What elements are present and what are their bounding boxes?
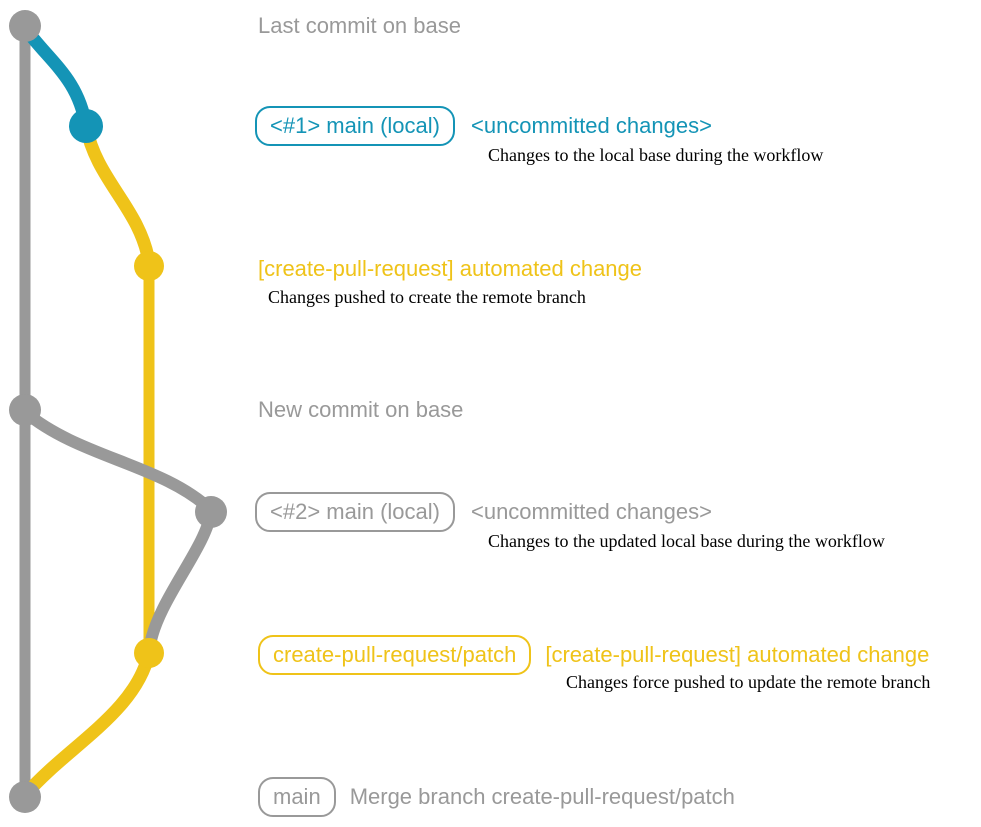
branch-badge-main: main <box>258 777 336 818</box>
note-uncommitted-2: Changes to the updated local base during… <box>488 531 885 551</box>
branch-badge-patch: create-pull-request/patch <box>258 635 532 676</box>
commit-message-uncommitted-1: <uncommitted changes> <box>470 113 712 138</box>
label-last-commit-on-base: Last commit on base <box>258 13 461 38</box>
row-automated-2: create-pull-request/patch [create-pull-r… <box>258 635 930 676</box>
branch-badge-main-local-2: <#2> main (local) <box>255 492 455 533</box>
label-new-commit-on-base: New commit on base <box>258 397 464 422</box>
patch-branch-curve-top <box>79 119 156 269</box>
rebase-curve-top <box>19 406 217 516</box>
commit-message-automated-2: [create-pull-request] automated change <box>545 642 930 667</box>
local-changes-curve <box>18 21 93 133</box>
commit-dot-uncommitted-1 <box>69 109 103 143</box>
note-uncommitted-1: Changes to the local base during the wor… <box>488 145 824 165</box>
note-automated-2: Changes force pushed to update the remot… <box>566 672 931 692</box>
commit-message-uncommitted-2: <uncommitted changes> <box>470 499 712 524</box>
row-merge: main Merge branch create-pull-request/pa… <box>258 777 735 818</box>
commit-dot-new-base <box>9 394 41 426</box>
commit-message-merge: Merge branch create-pull-request/patch <box>349 784 735 809</box>
rebase-curve-bottom <box>144 506 217 651</box>
commit-dot-automated-2 <box>134 638 164 668</box>
commit-dot-automated-1 <box>134 251 164 281</box>
row-uncommitted-2: <#2> main (local) <uncommitted changes> <box>255 492 712 533</box>
commit-dot-merge <box>9 781 41 813</box>
row-uncommitted-1: <#1> main (local) <uncommitted changes> <box>255 106 712 147</box>
branch-badge-main-local-1: <#1> main (local) <box>255 106 455 147</box>
patch-merge-curve <box>19 646 156 801</box>
commit-message-automated-1: [create-pull-request] automated change <box>258 256 643 281</box>
commit-dot-last-base <box>9 10 41 42</box>
note-automated-1: Changes pushed to create the remote bran… <box>268 287 586 307</box>
commit-dot-uncommitted-2 <box>195 496 227 528</box>
